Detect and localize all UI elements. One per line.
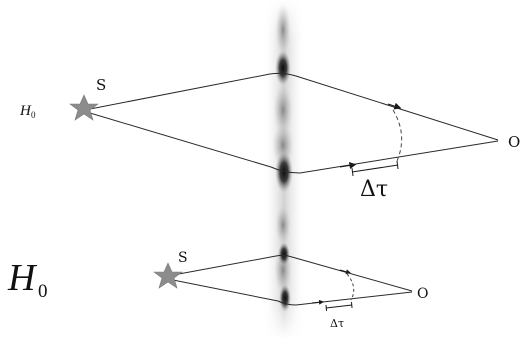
top-lower-path <box>89 112 499 174</box>
bottom-delay-bracket <box>325 301 353 312</box>
top-delay-label: Δτ <box>360 177 388 202</box>
top-hubble-label: H <box>19 103 32 119</box>
top-panel: S O Δτ H 0 <box>19 72 520 202</box>
top-upper-path <box>89 72 499 141</box>
top-observer-label: O <box>508 133 520 151</box>
top-wavefront-arc <box>392 109 403 162</box>
bottom-upper-path <box>167 254 413 292</box>
bottom-delay-label: Δτ <box>330 317 344 330</box>
lensed-image-bottom-1 <box>278 242 290 266</box>
top-upper-arrow <box>387 102 402 110</box>
top-hubble-subscript: 0 <box>31 110 36 120</box>
bottom-source-label: S <box>178 250 188 266</box>
lensed-image-bottom-2 <box>279 284 291 312</box>
bottom-hubble-subscript: 0 <box>38 281 48 302</box>
bottom-panel: S O Δτ H 0 <box>7 250 428 330</box>
bottom-upper-arrow <box>339 269 351 275</box>
top-lower-arrow <box>339 162 357 169</box>
bottom-hubble-label: H <box>7 257 38 299</box>
bottom-lower-arrow <box>311 299 324 305</box>
top-source-star-icon <box>69 94 99 121</box>
top-source-label: S <box>96 76 106 94</box>
top-delay-bracket <box>351 160 399 177</box>
lensed-image-top-2 <box>275 151 293 193</box>
bottom-observer-label: O <box>417 286 428 302</box>
lensed-image-top-1 <box>275 50 291 86</box>
bottom-wavefront-arc <box>346 273 355 301</box>
bottom-lower-path <box>167 278 413 306</box>
bottom-source-star-icon <box>153 262 183 289</box>
